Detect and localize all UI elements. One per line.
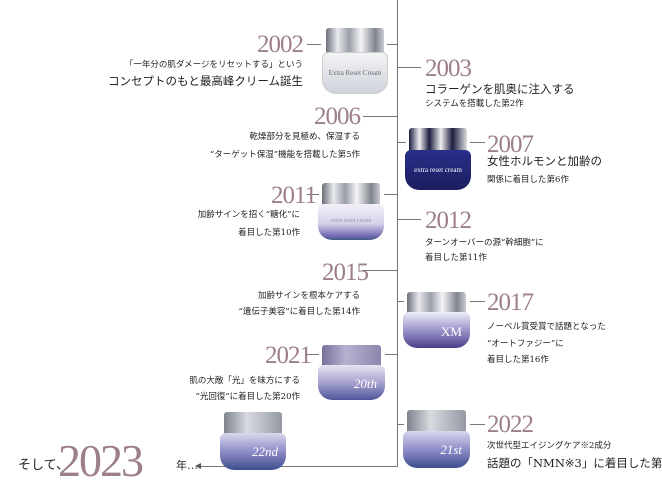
product-jar-2023: 22nd [220, 412, 286, 470]
connector [397, 67, 421, 68]
arrow-left-icon [195, 463, 201, 469]
timeline-return-line [200, 466, 398, 467]
finale-year: 2023 [58, 435, 144, 486]
desc-2011-line1: 加齢サインを招く“糖化”に [197, 210, 300, 220]
connector [397, 142, 406, 143]
desc-2017-line2: “オートファジー”に [487, 339, 564, 349]
connector [397, 219, 421, 220]
year-2015: 2015 [322, 259, 369, 286]
product-jar-2017: XM [403, 292, 470, 348]
desc-2012-line2: 着目した第11作 [425, 253, 487, 263]
connector [307, 194, 319, 195]
connector [470, 301, 485, 302]
product-jar-2007: extra reset cream [405, 128, 471, 190]
desc-2022-line1: 次世代型エイジングケア※2成分 [487, 441, 612, 451]
desc-2015-line2: “遺伝子美容”に着目した第14作 [238, 307, 360, 317]
year-2012: 2012 [425, 207, 472, 234]
timeline-spine [397, 0, 398, 467]
desc-2011-line2: 着目した第10作 [238, 228, 300, 238]
desc-2017-line1: ノーベル賞受賞で話題となった [487, 322, 606, 332]
desc-2006-line2: “ターゲット保湿”機能を搭載した第5作 [209, 150, 360, 160]
product-jar-2002: Extra Reset Cream [322, 28, 388, 94]
connector [362, 270, 397, 271]
desc-2006-line1: 乾燥部分を見極め、保湿する [249, 132, 360, 142]
connector [385, 354, 397, 355]
connector [397, 301, 404, 302]
desc-2002-line1: 「一年分の肌ダメージをリセットする」という [124, 60, 303, 70]
year-2007: 2007 [487, 131, 534, 158]
desc-2002-line2: コンセプトのもと最高峰クリーム誕生 [108, 74, 303, 88]
year-2021: 2021 [265, 342, 312, 369]
desc-2021-line2: “光回復”に着目した第20作 [195, 392, 300, 402]
desc-2003-line1: コラーゲンを肌奥に注入する [425, 82, 575, 96]
desc-2022-line2: 話題の「NMN※3」に着目した第21作 [487, 456, 662, 470]
year-2002: 2002 [257, 31, 304, 58]
desc-2015-line1: 加齢サインを根本ケアする [257, 291, 360, 301]
year-2006: 2006 [314, 103, 361, 130]
product-jar-2022: 21st [403, 410, 470, 468]
connector [470, 142, 485, 143]
connector [387, 44, 397, 45]
desc-2021-line1: 肌の大敵「光」を味方にする [189, 376, 300, 386]
desc-2017-line3: 着目した第16作 [487, 355, 549, 365]
connector [384, 194, 397, 195]
connector [397, 424, 404, 425]
desc-2007-line2: 関係に着目した第6作 [487, 175, 569, 185]
connector [470, 424, 485, 425]
product-jar-2011: extra reset cream [318, 183, 384, 240]
year-2011: 2011 [271, 182, 317, 209]
finale-suffix: 年… [176, 459, 198, 472]
desc-2012-line1: ターンオーバーの源“幹細胞”に [425, 238, 544, 248]
product-jar-2021: 20th [318, 345, 385, 400]
year-2003: 2003 [425, 55, 472, 82]
connector [306, 354, 319, 355]
year-2022: 2022 [487, 411, 534, 438]
desc-2003-line2: システムを搭載した第2作 [425, 99, 524, 109]
desc-2007-line1: 女性ホルモンと加齢の [487, 154, 602, 168]
finale-prefix: そして、 [18, 458, 69, 473]
connector [363, 116, 397, 117]
year-2017: 2017 [487, 289, 534, 316]
connector [307, 44, 321, 45]
